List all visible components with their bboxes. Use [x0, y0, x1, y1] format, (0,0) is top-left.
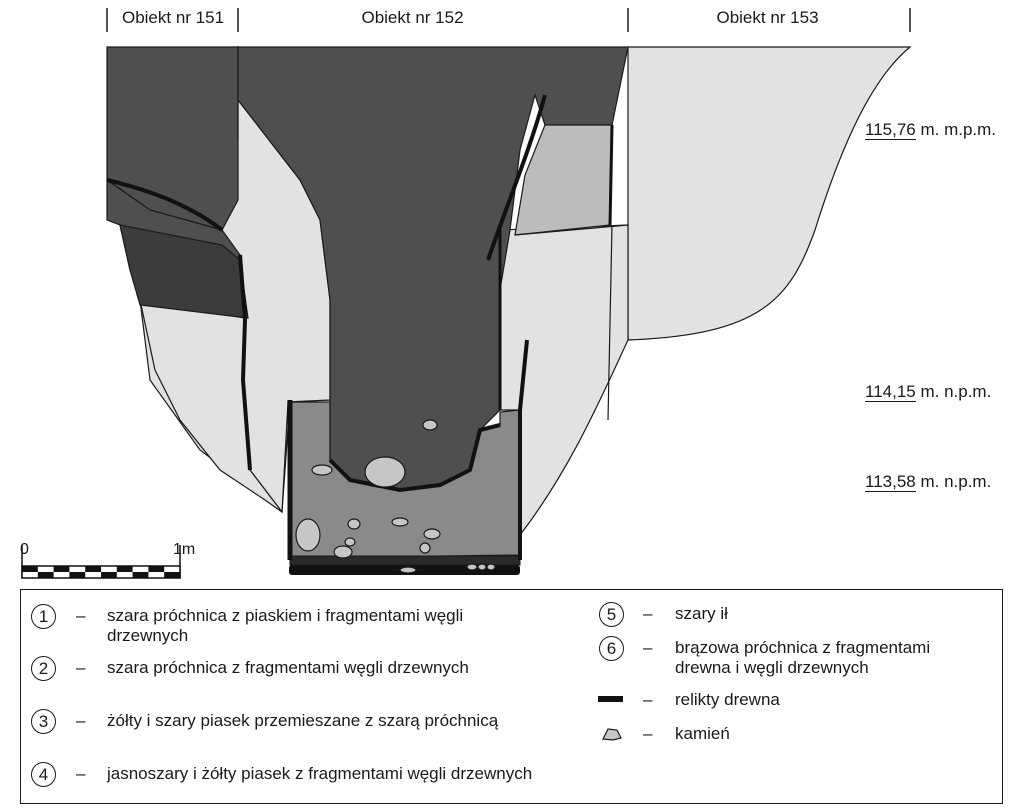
legend-number: 2	[31, 656, 56, 681]
stone-icon	[602, 728, 622, 741]
stone-icon	[419, 542, 431, 554]
profile-drawing	[21, 8, 912, 579]
legend-dash: –	[76, 658, 86, 677]
legend-dash: –	[76, 606, 86, 625]
elevation-unit: m. n.p.m.	[920, 382, 992, 401]
elevation-label: 114,15 m. n.p.m.	[865, 382, 991, 402]
scale-end-label: 1m	[173, 541, 196, 558]
layer-4-right	[627, 46, 912, 341]
legend-dash: –	[76, 711, 86, 730]
legend-text: kamień	[675, 724, 730, 743]
legend-text: szara próchnica z piaskiem i fragmentami…	[107, 606, 464, 645]
wood-relict	[518, 339, 529, 411]
profile-section: Obiekt nr 151 Obiekt nr 152 Obiekt nr 15…	[20, 8, 996, 579]
elevation-value: 114,15	[865, 382, 916, 402]
stone-icon	[295, 518, 321, 552]
layer-boundary	[514, 224, 629, 236]
elevation-label: 113,58 m. n.p.m.	[865, 472, 991, 492]
stone-icon	[391, 517, 409, 527]
stone-icon	[423, 528, 441, 540]
wood-relict	[486, 94, 547, 261]
stone-icon	[466, 563, 478, 571]
elevation-unit: m. n.p.m.	[920, 472, 992, 491]
elevation-label: 115,76 m. m.p.m.	[865, 120, 996, 140]
legend-dash: –	[76, 764, 86, 783]
legend-dash: –	[643, 690, 653, 709]
legend-number: 3	[31, 709, 56, 734]
legend-text: brązowa próchnica z fragmentami drewna i…	[675, 638, 931, 677]
layer-3-box	[514, 124, 613, 236]
legend-text: żółty i szary piasek przemieszane z szar…	[107, 711, 499, 730]
wood-relict	[328, 423, 501, 493]
elevation-unit: m. m.p.m.	[920, 120, 997, 139]
legend-dash: –	[643, 604, 653, 623]
legend-number: 6	[599, 636, 624, 661]
stone-icon	[344, 537, 356, 547]
wood-relict	[608, 124, 614, 226]
legend-text: szary ił	[675, 604, 728, 623]
object-label-153: Obiekt nr 153	[716, 8, 819, 27]
elevation-value: 113,58	[865, 472, 916, 492]
stone-icon	[311, 464, 333, 476]
wood-relict	[106, 178, 224, 232]
legend-number: 4	[31, 762, 56, 787]
wood-relict	[238, 254, 252, 471]
stone-icon	[399, 566, 417, 574]
legend-text: relikty drewna	[675, 690, 780, 709]
legend-number: 1	[31, 604, 56, 629]
object-label-152: Obiekt nr 152	[361, 8, 464, 27]
layer-2-band	[119, 224, 249, 319]
wood-bar-icon	[598, 696, 623, 702]
layer-6-band	[289, 555, 521, 566]
object-label-151: Obiekt nr 151	[121, 8, 225, 27]
legend-text: jasnoszary i żółty piasek z fragmentami …	[107, 764, 533, 783]
scale-start-label: 0	[20, 541, 29, 558]
elevation-value: 115,76	[865, 120, 916, 140]
legend-text: szara próchnica z fragmentami węgli drze…	[107, 658, 469, 677]
legend: 1 – szara próchnica z piaskiem i fragmen…	[20, 589, 1003, 804]
legend-dash: –	[643, 724, 653, 743]
legend-dash: –	[643, 638, 653, 657]
stone-icon	[486, 563, 496, 571]
stone-icon	[477, 563, 487, 571]
stone-icon	[364, 456, 406, 488]
stone-icon	[347, 518, 361, 530]
legend-number: 5	[599, 602, 624, 627]
scale-bar	[21, 545, 181, 579]
layer-boundary	[607, 224, 613, 421]
stone-icon	[333, 545, 353, 559]
stone-icon	[422, 419, 438, 431]
